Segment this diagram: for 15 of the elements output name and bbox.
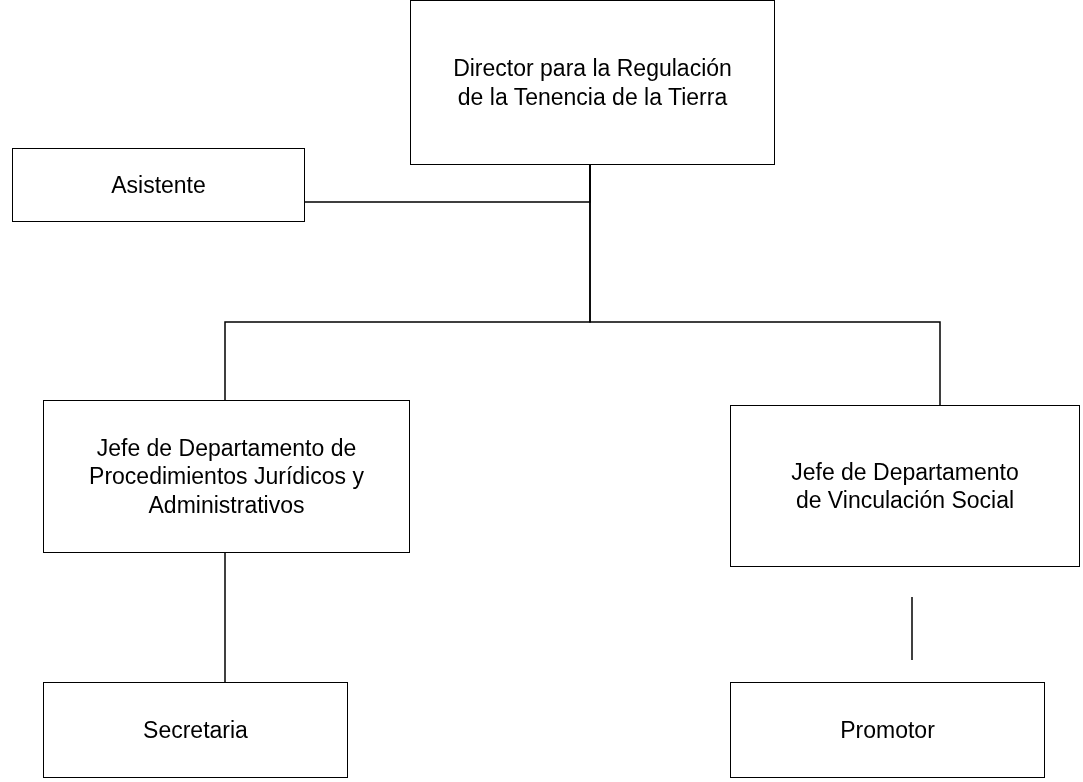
position-box [12, 148, 305, 222]
connector-line [911, 596, 913, 661]
position-title: Jefe de Departamento de Vinculación Social [790, 457, 1020, 515]
connector-line [224, 552, 226, 683]
position-box [410, 0, 775, 165]
position-title: Asistente [111, 170, 206, 199]
position-box [730, 682, 1045, 778]
position-box [730, 405, 1080, 567]
position-title: Promotor [840, 715, 935, 744]
position-title: Jefe de Departamento de Procedimientos Jurídicos y Administrativos [88, 434, 365, 519]
position-box [43, 682, 348, 778]
position-title: Secretaria [143, 715, 248, 744]
connector-line [589, 164, 941, 406]
position-title: Director para la Regulación de la Tenencia de la Tierra [452, 54, 733, 111]
position-box [43, 400, 410, 553]
